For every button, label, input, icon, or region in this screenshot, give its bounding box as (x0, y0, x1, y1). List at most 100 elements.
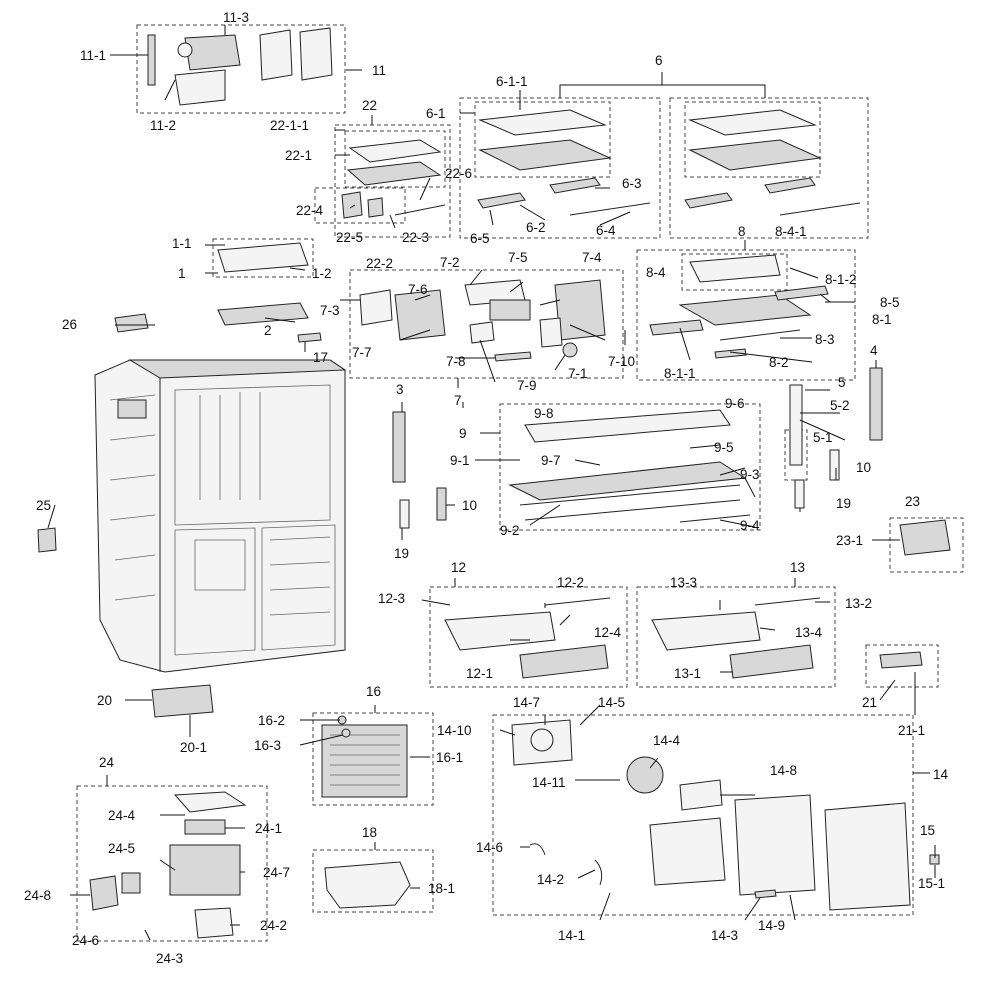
label-21: 21 (862, 695, 877, 710)
part-7-8-strip (494, 351, 532, 362)
label-8-1-1: 8-1-1 (664, 366, 696, 381)
part-23-1-sensor (899, 519, 951, 556)
leaders-7-upper (340, 269, 561, 341)
label-22: 22 (362, 98, 377, 113)
leaders-22 (335, 129, 431, 229)
part-16-3-fitting (341, 728, 351, 738)
group-9-box (499, 403, 761, 531)
leaders-11 (110, 25, 362, 101)
group-22-1-box (344, 130, 446, 188)
part-12-drawer (444, 611, 556, 651)
label-12-2: 12-2 (557, 575, 584, 590)
leaders-12 (421, 599, 571, 641)
group-13-box (636, 586, 836, 688)
part-11-1-rail (147, 34, 156, 86)
cabinet-control-box (117, 399, 147, 419)
bracket-12-13 (454, 578, 796, 587)
part-8-frame (678, 294, 812, 326)
part-20-board (151, 684, 214, 718)
label-6-3: 6-3 (622, 176, 642, 191)
label-16-2: 16-2 (258, 713, 285, 728)
part-6-1-frame (478, 139, 612, 171)
refrigerator-cabinet (94, 359, 347, 673)
part-6-3-bracket (549, 177, 601, 194)
label-9-4: 9-4 (740, 518, 760, 533)
label-14-7: 14-7 (513, 695, 540, 710)
part-10-left (436, 487, 447, 521)
group-18-box (312, 849, 434, 913)
label-14-10: 14-10 (437, 723, 472, 738)
part-17-clip (297, 332, 322, 343)
leaders-1-2 (205, 244, 306, 323)
part-8-2-clip (714, 348, 747, 359)
label-11: 11 (372, 63, 386, 78)
label-14: 14 (933, 767, 949, 782)
part-14-panel-left (649, 817, 726, 886)
label-11-1: 11-1 (80, 48, 106, 63)
part-22-4-bracket (341, 191, 363, 219)
leaders-21 (879, 672, 916, 715)
label-6-5: 6-5 (470, 231, 490, 246)
label-24-8: 24-8 (24, 888, 51, 903)
part-14-3-clip (754, 889, 777, 899)
group-7-box (349, 269, 624, 379)
label-24-2: 24-2 (260, 918, 287, 933)
part-9-rails (519, 484, 741, 521)
label-13-4: 13-4 (795, 625, 823, 640)
part-14-6-wire (529, 843, 546, 856)
part-24-7-compressor (169, 844, 241, 896)
label-5-2: 5-2 (830, 398, 850, 413)
part-7-4-cover (554, 279, 606, 341)
label-22-3: 22-3 (402, 230, 429, 245)
part-11-3-motor (184, 34, 241, 71)
part-24-gasket (173, 791, 247, 813)
group-22-sub-box (314, 187, 406, 224)
label-12-1: 12-1 (466, 666, 493, 681)
part-11-2-gear (177, 42, 193, 58)
label-24-1: 24-1 (255, 821, 282, 836)
side-wall-ribs (109, 394, 156, 601)
label-9-8: 9-8 (534, 406, 554, 421)
label-8-2: 8-2 (769, 355, 789, 370)
label-14-9: 14-9 (758, 918, 785, 933)
label-26: 26 (62, 317, 77, 332)
group-16-box (312, 712, 434, 806)
fresh-food-compartment (174, 384, 331, 526)
label-8-3: 8-3 (815, 332, 835, 347)
label-24-7: 24-7 (263, 865, 290, 880)
label-7-8: 7-8 (446, 354, 466, 369)
label-8: 8 (738, 224, 746, 239)
label-6-2: 6-2 (526, 220, 546, 235)
label-22-4: 22-4 (296, 203, 324, 218)
part-1-cover-plate (217, 242, 309, 273)
part-7-3-housing (359, 289, 393, 326)
label-16-1: 16-1 (436, 750, 463, 765)
leaders-25 (47, 504, 56, 529)
label-24: 24 (99, 755, 115, 770)
label-22-2: 22-2 (366, 256, 393, 271)
part-14-2-wire (594, 859, 603, 886)
label-9-1: 9-1 (450, 453, 470, 468)
leaders-13 (719, 600, 830, 673)
leader-lines (47, 25, 936, 941)
part-7-1-knob (562, 342, 578, 358)
label-19-left: 19 (394, 546, 409, 561)
label-11-3: 11-3 (223, 10, 249, 25)
part-14-7-fan (530, 728, 554, 752)
freezer-panel-left (194, 539, 246, 591)
leaders-16 (299, 719, 430, 758)
part-19-right (794, 479, 805, 509)
leaders-9 (475, 432, 756, 528)
part-11-cover-b (299, 27, 333, 81)
group-1-box (212, 238, 314, 278)
label-7-10: 7-10 (608, 354, 635, 369)
label-8-5: 8-5 (880, 295, 900, 310)
group-boxes (76, 24, 964, 942)
bracket-6 (559, 72, 766, 98)
part-19-left (399, 499, 410, 529)
part-labels: 11-1 11-3 11 11-2 6 6-1-1 6-1 22 22-1-1 … (24, 10, 949, 966)
label-6-4: 6-4 (596, 223, 616, 238)
label-12-3: 12-3 (378, 591, 405, 606)
label-10-right: 10 (856, 460, 871, 475)
